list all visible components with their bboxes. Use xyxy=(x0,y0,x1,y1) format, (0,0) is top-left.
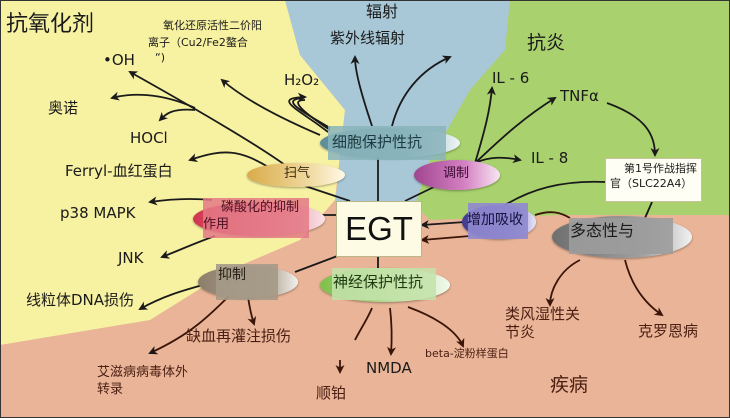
p38-mapk-label: p38 MAPK xyxy=(60,204,136,222)
hocl-label: HOCl xyxy=(130,129,168,147)
transporter-label-1: 第1号作战指挥 xyxy=(624,162,697,175)
mtdna-damage-label: 线粒体DNA损伤 xyxy=(26,291,135,309)
redox-ions-label-3: “) xyxy=(155,51,165,64)
il6-label: IL - 6 xyxy=(492,69,530,87)
modulation-node: 调制 xyxy=(414,160,500,190)
tnf-alpha-label: TNFα xyxy=(560,87,599,105)
neuroprotective-node: 神经保护性抗 xyxy=(320,266,450,302)
hydroxyl-label: •OH xyxy=(103,51,135,69)
transporter-label-2: 官（SLC22A4） xyxy=(610,177,693,191)
redox-ions-label-1: 氧化还原活性二价阳 xyxy=(163,19,262,32)
ischemia-label: 缺血再灌注损伤 xyxy=(186,327,292,345)
region-title-anti-inflammatory: 抗炎 xyxy=(527,32,566,54)
hiv-label-2: 转录 xyxy=(97,382,124,397)
increased-absorption-node: 增加吸收 xyxy=(462,203,536,239)
cytoprotective-node: 细胞保护性抗 xyxy=(320,126,460,160)
singlet-oxygen-label: 奥诺 xyxy=(48,99,79,117)
region-title-disease: 疾病 xyxy=(550,374,589,396)
region-title-antioxidant: 抗氧化剂 xyxy=(6,12,95,37)
h2o2-label: H₂O₂ xyxy=(284,71,320,89)
inhibition-node: 抑制 xyxy=(198,264,298,300)
redox-ions-label-2: 离子（Cu2/Fe2螯合 xyxy=(148,36,248,49)
nmda-label: NMDA xyxy=(366,359,412,377)
beta-amyloid-label: beta-淀粉样蛋白 xyxy=(425,347,509,360)
region-title-radiation: 辐射 xyxy=(366,2,399,21)
hiv-label-1: 艾滋病病毒体外 xyxy=(97,365,189,380)
polymorphism-node: 多态性与 xyxy=(552,214,692,258)
jnk-label: JNK xyxy=(118,249,144,267)
egt-center-box: EGT xyxy=(336,201,422,257)
ra-label-2: 节炎 xyxy=(505,323,536,341)
il8-label: IL - 8 xyxy=(531,149,569,167)
ferryl-label: Ferryl-血红蛋白 xyxy=(65,162,173,180)
ra-label-1: 类风湿性关 xyxy=(505,305,581,323)
cisplatin-label: 顺铂 xyxy=(316,384,347,402)
phosphorylation-inhibition-node: 磷酸化的抑制 作用 xyxy=(193,198,325,238)
uv-radiation-label: 紫外线辐射 xyxy=(330,29,406,47)
crohn-label: 克罗恩病 xyxy=(638,322,699,340)
slc22a4-transporter-box: 第1号作战指挥 官（SLC22A4） xyxy=(605,158,702,202)
scavenging-node: 扫气 xyxy=(247,163,345,187)
